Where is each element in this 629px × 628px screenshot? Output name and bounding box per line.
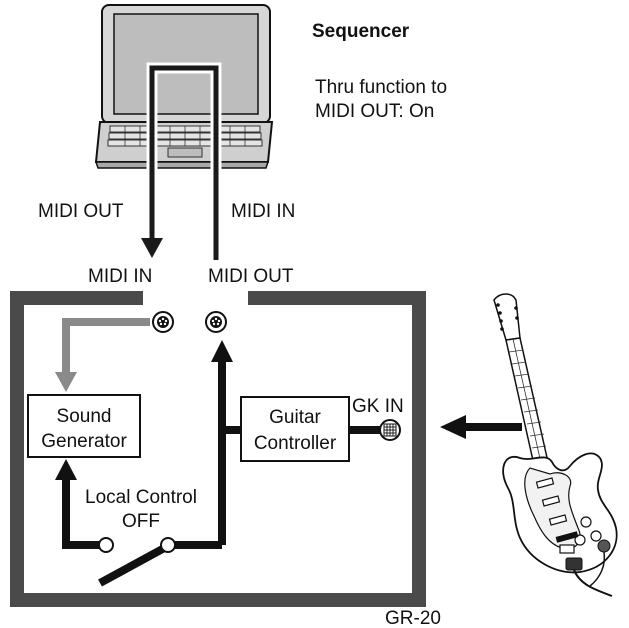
gr20-housing bbox=[10, 290, 426, 607]
guitar-to-gk-arrow bbox=[440, 415, 522, 439]
gk-connector-icon bbox=[379, 419, 401, 441]
sequencer-thru-cable bbox=[146, 62, 222, 260]
sound-generator-box bbox=[27, 394, 141, 458]
guitar-controller-label-1: Guitar bbox=[269, 407, 321, 428]
sequencer-title: Sequencer bbox=[312, 21, 410, 42]
midi-port-icon bbox=[152, 311, 174, 333]
local-control-label-2: OFF bbox=[122, 511, 160, 532]
device-midi-in-label: MIDI IN bbox=[88, 266, 152, 287]
thru-function-line2: MIDI OUT: On bbox=[315, 101, 434, 122]
local-control-switch bbox=[98, 537, 176, 587]
midi-in-to-sound-generator-line bbox=[55, 318, 150, 392]
controller-to-midi-out-line bbox=[211, 340, 241, 545]
midi-out-arrowhead bbox=[141, 238, 163, 258]
thru-function-line1: Thru function to bbox=[315, 77, 447, 98]
local-control-line bbox=[55, 459, 222, 549]
midi-port-icon bbox=[205, 311, 227, 333]
guitar-controller-box bbox=[240, 396, 350, 462]
gk-in-label: GK IN bbox=[352, 396, 404, 417]
device-midi-out-label: MIDI OUT bbox=[208, 266, 294, 287]
sound-generator-label-2: Generator bbox=[41, 431, 127, 452]
electric-guitar-icon bbox=[493, 293, 618, 597]
sequencer-midi-in-label: MIDI IN bbox=[231, 201, 295, 222]
sequencer-midi-out-label: MIDI OUT bbox=[38, 201, 124, 222]
laptop-icon bbox=[94, 4, 274, 169]
sound-generator-label-1: Sound bbox=[57, 406, 112, 427]
device-name-label: GR-20 bbox=[385, 608, 441, 628]
local-control-label-1: Local Control bbox=[85, 487, 197, 508]
guitar-controller-label-2: Controller bbox=[254, 433, 337, 454]
